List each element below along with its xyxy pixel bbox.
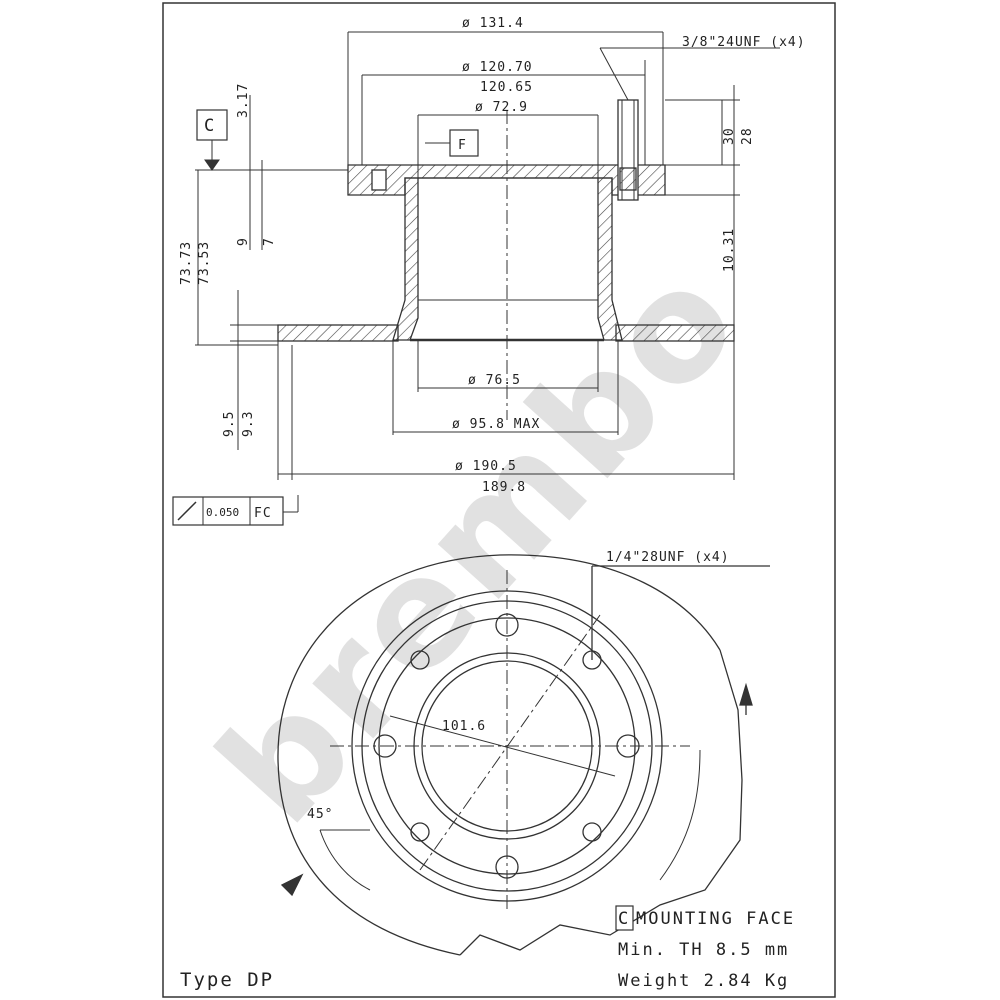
dim-d120-70: ø 120.70 [462, 60, 533, 75]
stud-hole [410, 822, 430, 842]
pcd-label: 101.6 [442, 719, 486, 734]
dim-d189: 189.8 [482, 480, 526, 495]
dim-d72: ø 72.9 [475, 100, 528, 115]
svg-text:brembo: brembo [186, 230, 774, 856]
plan-view [277, 554, 770, 956]
dim-h3-17: 3.17 [236, 83, 251, 118]
section-dimension-lines [195, 31, 780, 513]
stud-hole [582, 822, 602, 842]
datum-c-label: C [204, 116, 216, 136]
tolerance-ref: FC [254, 506, 272, 521]
dim-d95: ø 95.8 MAX [452, 417, 540, 432]
brembo-watermark: brembo [186, 230, 774, 856]
dim-h73-53: 73.53 [197, 241, 212, 285]
tolerance-value: 0.050 [206, 506, 239, 519]
datum-f-label: F [458, 138, 467, 153]
tolerance-frame [172, 496, 284, 526]
angle-label: 45° [307, 807, 333, 822]
dim-d120-65: 120.65 [480, 80, 533, 95]
dim-h9: 9 [236, 237, 251, 246]
dim-h10-31: 10.31 [722, 228, 737, 272]
stud-hole [410, 650, 430, 670]
dim-d131: ø 131.4 [462, 16, 524, 31]
disc-outer-edge [277, 554, 721, 956]
dim-h73-73: 73.73 [179, 241, 194, 285]
drawing-frame [162, 2, 836, 998]
thread-bottom: 1/4"28UNF (x4) [606, 550, 730, 565]
thread-top: 3/8"24UNF (x4) [682, 35, 806, 50]
friction-ring-right [615, 324, 735, 342]
mounting-face: MOUNTING FACE [636, 909, 795, 929]
mounting-box-label: C [618, 909, 630, 929]
dim-h28: 28 [740, 127, 755, 145]
min-thickness: Min. TH 8.5 mm [618, 940, 789, 960]
dim-d190: ø 190.5 [455, 459, 517, 474]
mounting-box [615, 905, 634, 931]
bolt-hole [495, 855, 519, 879]
dim-h9-3: 9.3 [241, 411, 256, 437]
datum-f-box [449, 129, 479, 157]
weight: Weight 2.84 Kg [618, 971, 789, 991]
dim-d76: ø 76.5 [468, 373, 521, 388]
bolt-hole [495, 613, 519, 637]
dim-h9-5: 9.5 [222, 411, 237, 437]
friction-ring-left [277, 324, 399, 342]
bolt-hole [373, 734, 397, 758]
datum-c-box [196, 109, 228, 141]
type-label: Type DP [180, 969, 274, 991]
bolt-hole [616, 734, 640, 758]
hat-wall-left [392, 177, 419, 341]
dim-h7: 7 [262, 237, 277, 246]
dim-h30: 30 [722, 127, 737, 145]
